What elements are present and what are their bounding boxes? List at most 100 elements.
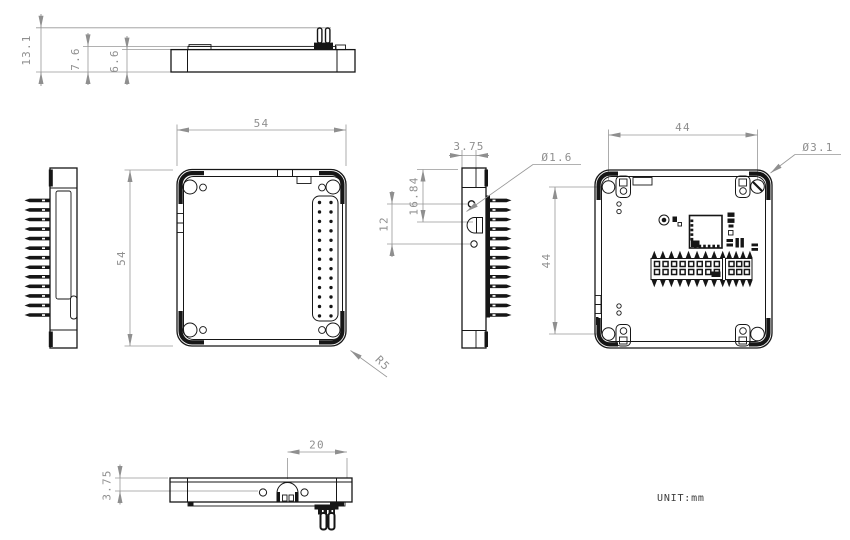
- side-recess: [55, 190, 72, 300]
- socket-pin: [726, 280, 732, 288]
- socket-pin: [740, 250, 746, 258]
- socket-hole: [687, 268, 695, 276]
- socket-hole: [743, 268, 751, 276]
- socket-hole: [735, 260, 743, 268]
- bus-socket-left-pins: [651, 250, 726, 288]
- pin-header-socket: [312, 195, 339, 322]
- mount-hole: [182, 179, 198, 195]
- svg-text:12: 12: [378, 216, 391, 232]
- unit-note: UNIT:mm: [657, 493, 705, 504]
- header-hole: [317, 276, 322, 280]
- case-outline: [594, 169, 773, 349]
- header-hole: [329, 257, 333, 261]
- socket-pin: [719, 250, 726, 258]
- case-outline: [176, 168, 347, 347]
- socket-pin: [685, 250, 692, 258]
- dim-button-offset: 20: [287, 439, 348, 479]
- header-hole: [329, 304, 333, 309]
- view-left-side: [24, 167, 78, 349]
- corner-bumper: [749, 171, 771, 200]
- pilot-hole: [318, 183, 326, 192]
- pin: [24, 294, 51, 298]
- svg-text:R5: R5: [373, 353, 393, 373]
- clip: [615, 175, 631, 198]
- dim-depth: 54: [115, 169, 173, 347]
- socket-pin: [651, 280, 658, 288]
- socket-hole: [662, 268, 669, 276]
- header-hole: [329, 238, 333, 242]
- socket-pin: [726, 250, 732, 258]
- pin: [24, 236, 51, 241]
- header-hole: [329, 314, 333, 318]
- socket-hole: [713, 260, 721, 268]
- pin: [490, 208, 512, 212]
- pin: [24, 198, 51, 203]
- pin: [24, 313, 51, 317]
- svg-text:7.6: 7.6: [69, 47, 82, 70]
- svg-text:16.84: 16.84: [408, 176, 421, 215]
- clip: [735, 175, 751, 198]
- left-side-body: [49, 167, 78, 349]
- socket-pin: [711, 250, 717, 258]
- dim-side-lip: 3.75: [449, 140, 489, 169]
- view-front-bottom: 20 3.75: [101, 439, 353, 531]
- header-hole: [329, 210, 333, 214]
- socket-pin: [668, 280, 675, 288]
- dim-width: 54: [176, 117, 347, 166]
- socket-pin: [747, 250, 753, 258]
- corner-bumper: [48, 331, 53, 347]
- socket-pin: [702, 250, 709, 258]
- pcb-components: [650, 212, 758, 288]
- pin-header-holes: [317, 200, 333, 318]
- socket-hole: [653, 260, 661, 268]
- socket-hole: [670, 260, 678, 268]
- socket-pin: [740, 280, 746, 288]
- dim-mount-pitch-h: 44: [608, 121, 758, 180]
- socket-pin: [651, 250, 658, 258]
- svg-text:13.1: 13.1: [20, 34, 33, 65]
- mount-hole: [182, 322, 198, 338]
- bottom-lip-strip: [187, 501, 346, 507]
- header-hole: [329, 200, 333, 205]
- left-edge-notch: [176, 222, 184, 233]
- socket-hole: [705, 268, 712, 276]
- socket-pin: [733, 280, 739, 288]
- header-hole: [317, 210, 322, 214]
- header-hole: [317, 314, 322, 318]
- header-hole: [317, 238, 322, 242]
- corner-bumper: [319, 171, 345, 204]
- dim-mount-pitch-v: 44: [540, 186, 601, 335]
- corner-bumper: [178, 311, 204, 345]
- svg-text:6.6: 6.6: [108, 49, 121, 72]
- socket-pin: [668, 250, 675, 258]
- dim-corner-radius: R5: [350, 350, 393, 378]
- header-hole: [329, 248, 333, 252]
- bus-socket-right: [725, 258, 753, 280]
- pilot-hole: [199, 326, 207, 334]
- header-hole: [329, 276, 333, 280]
- header-hole: [317, 248, 322, 252]
- pin: [24, 246, 51, 250]
- side-hole-lower: [470, 240, 478, 248]
- dim-hole-from-top: 16.84: [408, 169, 473, 223]
- dim-bottom-lip: 3.75: [101, 464, 258, 505]
- top-edge-cutout: [296, 176, 312, 184]
- pin: [24, 284, 51, 289]
- bottom-button: [276, 482, 299, 502]
- socket-pin: [694, 280, 700, 288]
- clip: [735, 324, 751, 347]
- svg-text:Ø1.6: Ø1.6: [541, 151, 572, 164]
- case-inner-outline: [183, 176, 343, 340]
- socket-hole: [705, 260, 712, 268]
- main-ic: [688, 214, 723, 249]
- corner-bumper: [178, 171, 204, 204]
- header-hole: [329, 285, 333, 290]
- header-hole: [317, 200, 322, 205]
- svg-text:Ø3.1: Ø3.1: [802, 141, 833, 154]
- mount-hole: [325, 179, 341, 195]
- dim-total-height: 13.1: [20, 14, 44, 86]
- buzzer: [658, 214, 670, 226]
- pin: [24, 208, 51, 212]
- socket-pin: [733, 250, 739, 258]
